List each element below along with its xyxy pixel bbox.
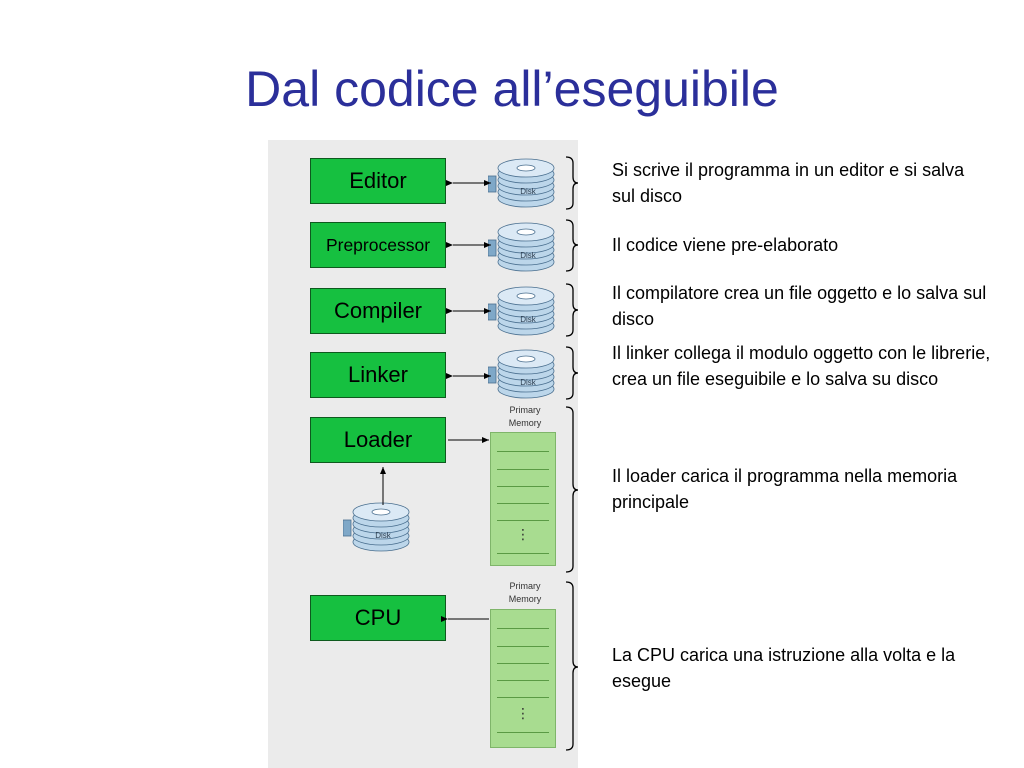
slide-title: Dal codice all’eseguibile: [245, 61, 779, 117]
linker-box: Linker: [310, 352, 446, 398]
disk-icon: Disk: [487, 220, 560, 274]
primary-memory-label: Primary Memory: [508, 405, 542, 428]
disk-label: Disk: [520, 378, 537, 387]
primary-memory-block: ⋮: [490, 432, 556, 566]
disk-label: Disk: [520, 251, 537, 260]
loader-box: Loader: [310, 417, 446, 463]
disk-icon: Disk: [487, 284, 560, 338]
primary-memory-block: ⋮: [490, 609, 556, 748]
preprocessor-box: Preprocessor: [310, 222, 446, 268]
editor-description: Si scrive il programma in un editor e si…: [612, 160, 965, 206]
disk-icon: Disk: [342, 500, 415, 554]
editor-box: Editor: [310, 158, 446, 204]
disk-icon: Disk: [487, 156, 560, 210]
loader-description: Il loader carica il programma nella memo…: [612, 466, 958, 512]
disk-label: Disk: [520, 315, 537, 324]
disk-icon: Disk: [487, 347, 560, 401]
linker-description: Il linker collega il modulo oggetto con …: [612, 343, 991, 389]
compiler-description: Il compilatore crea un file oggetto e lo…: [612, 283, 987, 329]
primary-memory-label: Primary Memory: [508, 581, 542, 604]
disk-label: Disk: [375, 531, 392, 540]
compiler-box: Compiler: [310, 288, 446, 334]
preprocessor-description: Il codice viene pre-elaborato: [612, 235, 839, 255]
cpu-description: La CPU carica una istruzione alla volta …: [612, 645, 956, 691]
cpu-box: CPU: [310, 595, 446, 641]
disk-label: Disk: [520, 187, 537, 196]
